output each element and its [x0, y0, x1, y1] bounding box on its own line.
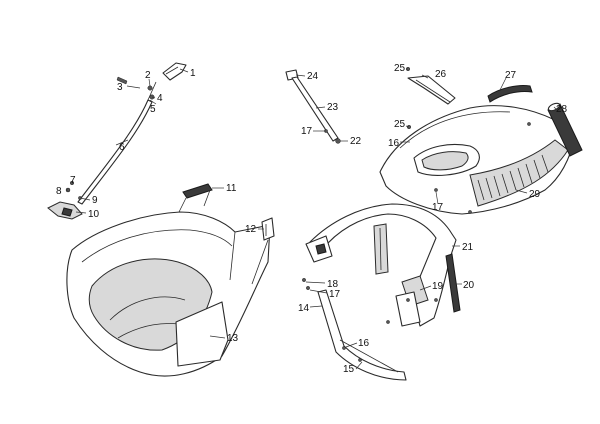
callout-28: 28: [556, 104, 568, 115]
bag-handle-grip-part: [182, 183, 213, 199]
callout-16b: 16: [358, 338, 370, 349]
callout-18: 18: [327, 279, 339, 290]
grass-catcher-bag: [66, 183, 275, 377]
callout-3: 3: [117, 82, 123, 93]
callout-21: 21: [462, 242, 474, 253]
deflector-housing-assembly: [379, 66, 583, 215]
screw-part: [116, 76, 128, 85]
callout-19: 19: [432, 281, 444, 292]
callout-11: 11: [226, 183, 237, 194]
callout-7: 7: [70, 175, 76, 186]
cable-handle-assembly: [47, 62, 187, 220]
bag-side-panel-part: [175, 301, 229, 367]
lever-cap-part: [162, 62, 187, 81]
callout-1: 1: [190, 68, 196, 79]
callout-13: 13: [227, 333, 239, 344]
callout-8: 8: [56, 186, 62, 197]
callout-4: 4: [157, 93, 163, 104]
bag-clip-part: [261, 217, 275, 241]
frame-rod-part: [445, 253, 461, 313]
curved-strip-part: [487, 85, 533, 103]
callout-2: 2: [145, 70, 151, 81]
callout-14: 14: [298, 303, 310, 314]
callout-25a: 25: [394, 63, 406, 74]
leader-lines: [66, 68, 558, 370]
bag-frame-assembly: [302, 203, 461, 381]
callout-16a: 16: [388, 138, 400, 149]
callout-15: 15: [343, 364, 355, 375]
callout-17b: 17: [432, 202, 444, 213]
callout-9: 9: [92, 195, 98, 206]
callout-26: 26: [435, 69, 447, 80]
callout-22: 22: [350, 136, 362, 147]
callout-labels: 1 2 3 4 5 6 7 8 9 10 11 12 13 24 23 17 2…: [56, 63, 568, 375]
support-rod-part: [291, 76, 339, 142]
callout-23: 23: [327, 102, 339, 113]
lower-frame-part: [317, 289, 407, 381]
callout-25b: 25: [394, 119, 406, 130]
callout-17a: 17: [301, 126, 313, 137]
callout-17c: 17: [329, 289, 341, 300]
callout-20: 20: [463, 280, 475, 291]
callout-24: 24: [307, 71, 319, 82]
callout-6: 6: [119, 142, 125, 153]
callout-10: 10: [88, 209, 100, 220]
callout-27: 27: [505, 70, 517, 81]
callout-5: 5: [150, 104, 156, 115]
callout-12: 12: [245, 224, 257, 235]
cable-rod-part: [77, 99, 153, 205]
callout-29: 29: [529, 189, 541, 200]
support-rod-assembly: [285, 69, 341, 144]
